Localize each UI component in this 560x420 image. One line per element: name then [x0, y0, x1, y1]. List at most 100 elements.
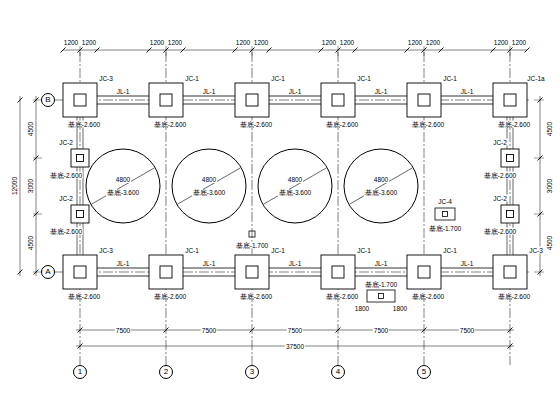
dimension-label: JC-1	[270, 75, 286, 82]
column-pedestal	[77, 155, 84, 162]
column-pedestal	[504, 266, 516, 278]
extension-line	[510, 46, 511, 56]
tank-label: 4800	[287, 176, 303, 183]
dimension-tick	[491, 48, 496, 53]
ground-beam	[183, 276, 235, 277]
ground-beam	[441, 96, 493, 97]
extension-line	[166, 46, 167, 56]
dimension-label: JC-1	[356, 75, 372, 82]
footing-outline	[149, 255, 183, 289]
extension-line	[534, 158, 544, 159]
dimension-label: 1200	[235, 39, 251, 46]
tank-circle	[172, 149, 246, 223]
dimension-label: 1200	[511, 39, 527, 46]
dimension-label: 3000	[27, 178, 34, 194]
dimension-label: 1800	[354, 305, 370, 312]
extension-line	[252, 46, 253, 56]
column-pedestal	[504, 94, 516, 106]
dimension-tick	[78, 48, 83, 53]
dimension-label: JL-1	[288, 260, 303, 267]
dimension-tick	[95, 48, 100, 53]
dimension-label: 7500	[373, 327, 389, 334]
dimension-label: 4500	[546, 121, 553, 137]
pad-footing	[435, 208, 455, 220]
dimension-tick	[233, 48, 238, 53]
dimension-label: 1200	[81, 39, 97, 46]
dimension-label: 基底-2.600	[67, 293, 101, 300]
tank-outline	[343, 148, 419, 224]
dimension-label: 1200	[321, 39, 337, 46]
dimension-label: JC-1	[184, 247, 200, 254]
dimension-tick	[250, 48, 255, 53]
tank-foundation: 4800基底-3.600	[343, 148, 419, 224]
column-pedestal	[160, 266, 172, 278]
footing-outline	[321, 83, 355, 117]
dimension-label: 1200	[407, 39, 423, 46]
dimension-label: 37500	[285, 343, 305, 350]
dimension-tick	[353, 48, 358, 53]
dimension-label: 1200	[425, 39, 441, 46]
diameter-line	[178, 168, 240, 204]
footing-outline	[407, 83, 441, 117]
footing-outline	[63, 83, 97, 117]
dimension-label: 1200	[493, 39, 509, 46]
dimension-label: 基底-2.600	[153, 121, 187, 128]
dimension-tick	[336, 48, 341, 53]
ground-beam	[269, 96, 321, 97]
axis-bubble: 3	[245, 365, 259, 379]
dimension-label: 3000	[546, 178, 553, 194]
dimension-label: 基底-2.600	[67, 121, 101, 128]
dimension-label: JC-1	[270, 247, 286, 254]
dimension-tick	[525, 48, 530, 53]
footing-outline	[63, 255, 97, 289]
axis-bubble: 1	[73, 365, 87, 379]
dimension-label: 基底-2.600	[239, 121, 273, 128]
axis-bubble: 2	[159, 365, 173, 379]
dimension-label: JL-1	[460, 88, 475, 95]
ground-beam	[269, 268, 321, 269]
dimension-label: 基底-2.600	[497, 293, 531, 300]
tank-foundation: 4800基底-3.600	[85, 148, 161, 224]
dimension-tick	[508, 344, 513, 349]
dimension-tick	[18, 270, 23, 275]
tank-outline	[85, 148, 161, 224]
axis-bubble: 4	[331, 365, 345, 379]
footing-outline	[149, 83, 183, 117]
extension-line	[424, 46, 425, 56]
dimension-tick	[61, 48, 66, 53]
column-pedestal	[160, 94, 172, 106]
footing-outline	[407, 255, 441, 289]
tank-circle	[344, 149, 418, 223]
dimension-label: JL-1	[460, 260, 475, 267]
footing-outline	[235, 255, 269, 289]
footing-outline	[321, 255, 355, 289]
dimension-line	[63, 50, 527, 51]
dimension-label: 基底-2.600	[239, 293, 273, 300]
dimension-label: 基底-1.700	[428, 225, 462, 232]
footing-outline	[71, 205, 89, 223]
dimension-line	[36, 96, 37, 276]
dimension-label: 7500	[115, 327, 131, 334]
dimension-label: 7500	[459, 327, 475, 334]
footing-outline	[493, 83, 527, 117]
column-pedestal	[418, 266, 430, 278]
dimension-label: JC-1	[184, 75, 200, 82]
ground-beam	[355, 268, 407, 269]
dimension-label: 4500	[546, 235, 553, 251]
ground-beam	[183, 104, 235, 105]
dimension-tick	[164, 328, 169, 333]
dimension-tick	[164, 48, 169, 53]
tank-foundation: 4800基底-3.600	[171, 148, 247, 224]
dimension-tick	[405, 48, 410, 53]
dimension-tick	[147, 48, 152, 53]
dimension-label: 1200	[149, 39, 165, 46]
tank-outline	[257, 148, 333, 224]
dimension-label: JC-2	[58, 195, 74, 202]
dimension-label: JL-1	[374, 260, 389, 267]
footing-outline	[71, 149, 89, 167]
axis-line	[55, 100, 530, 101]
dimension-tick	[78, 344, 83, 349]
ground-beam	[183, 268, 235, 269]
dimension-label: 基底-2.600	[49, 228, 83, 235]
column-pedestal	[507, 211, 514, 218]
